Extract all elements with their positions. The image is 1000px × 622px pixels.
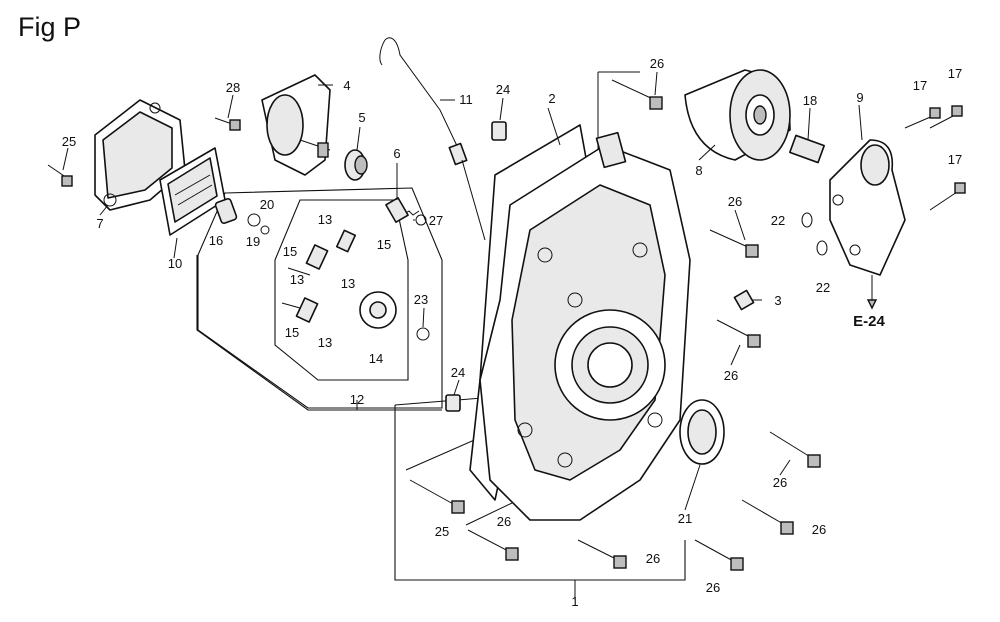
- dipstick-part-11: [379, 37, 486, 241]
- callout-24b: 24: [451, 365, 465, 380]
- small-parts-16-19-20-23: [214, 197, 430, 341]
- callout-26e: 26: [812, 522, 826, 537]
- nipple-part-18: [789, 134, 825, 164]
- washer-part-22: [801, 212, 813, 228]
- callout-23: 23: [414, 292, 428, 307]
- callout-26g: 26: [706, 580, 720, 595]
- callout-13b: 13: [341, 276, 355, 291]
- figure-title: Fig P: [18, 12, 82, 42]
- callout-15b: 15: [377, 237, 391, 252]
- pin-part-24: [445, 121, 507, 412]
- callout-22b: 22: [816, 280, 830, 295]
- callout-26a: 26: [650, 56, 664, 71]
- ring-part-27: [415, 214, 427, 226]
- callout-15c: 15: [285, 325, 299, 340]
- plug-part-3: [733, 289, 755, 311]
- oil-seal-part-21: [679, 399, 725, 465]
- callout-2: 2: [548, 91, 555, 106]
- callout-10: 10: [168, 256, 182, 271]
- callout-26b: 26: [728, 194, 742, 209]
- callout-4: 4: [343, 78, 350, 93]
- callout-17b: 17: [948, 66, 962, 81]
- callout-13a: 13: [318, 212, 332, 227]
- spring-part-6: [385, 197, 420, 223]
- housing-part-9: [829, 139, 906, 310]
- callout-6: 6: [393, 146, 400, 161]
- callout-11: 11: [459, 92, 473, 107]
- bushing-part-5: [344, 149, 368, 181]
- leader-lines: [62, 71, 863, 511]
- callout-13d: 13: [290, 272, 304, 287]
- oil-pump-subassembly-outline: [197, 187, 443, 409]
- callout-15a: 15: [283, 244, 297, 259]
- callout-26d: 26: [773, 475, 787, 490]
- callout-21: 21: [678, 511, 692, 526]
- callout-19: 19: [246, 234, 260, 249]
- callout-9: 9: [856, 90, 863, 105]
- reference-e24: E-24: [853, 313, 885, 330]
- washer-part-22: [816, 240, 828, 256]
- oil-filter-part-8: [684, 69, 791, 161]
- callout-17c: 17: [948, 152, 962, 167]
- callout-22a: 22: [771, 213, 785, 228]
- bolts: [47, 79, 966, 571]
- callout-8: 8: [695, 163, 702, 178]
- governor-parts-13-14-15: [281, 229, 397, 329]
- callout-27: 27: [429, 213, 443, 228]
- callout-26h: 26: [497, 514, 511, 529]
- callout-16: 16: [209, 233, 223, 248]
- callout-26f: 26: [646, 551, 660, 566]
- callout-20: 20: [260, 197, 274, 212]
- callout-13c: 13: [318, 335, 332, 350]
- callout-25b: 25: [435, 524, 449, 539]
- callout-25a: 25: [62, 134, 76, 149]
- callout-26c: 26: [724, 368, 738, 383]
- callout-5: 5: [358, 110, 365, 125]
- callout-7: 7: [96, 216, 103, 231]
- callout-3: 3: [774, 293, 781, 308]
- callout-14: 14: [369, 351, 383, 366]
- callout-1: 1: [571, 594, 578, 609]
- callout-17a: 17: [913, 78, 927, 93]
- callout-12: 12: [350, 392, 364, 407]
- callout-24a: 24: [496, 82, 510, 97]
- callout-18: 18: [803, 93, 817, 108]
- callout-labels: 1 2 3 4 5 6 7 8 9 10 11 12 13 13 13 13 1…: [62, 56, 962, 609]
- pump-cover-part-4: [261, 74, 331, 176]
- callout-28: 28: [226, 80, 240, 95]
- crankcase-cover-part-1: [479, 131, 691, 521]
